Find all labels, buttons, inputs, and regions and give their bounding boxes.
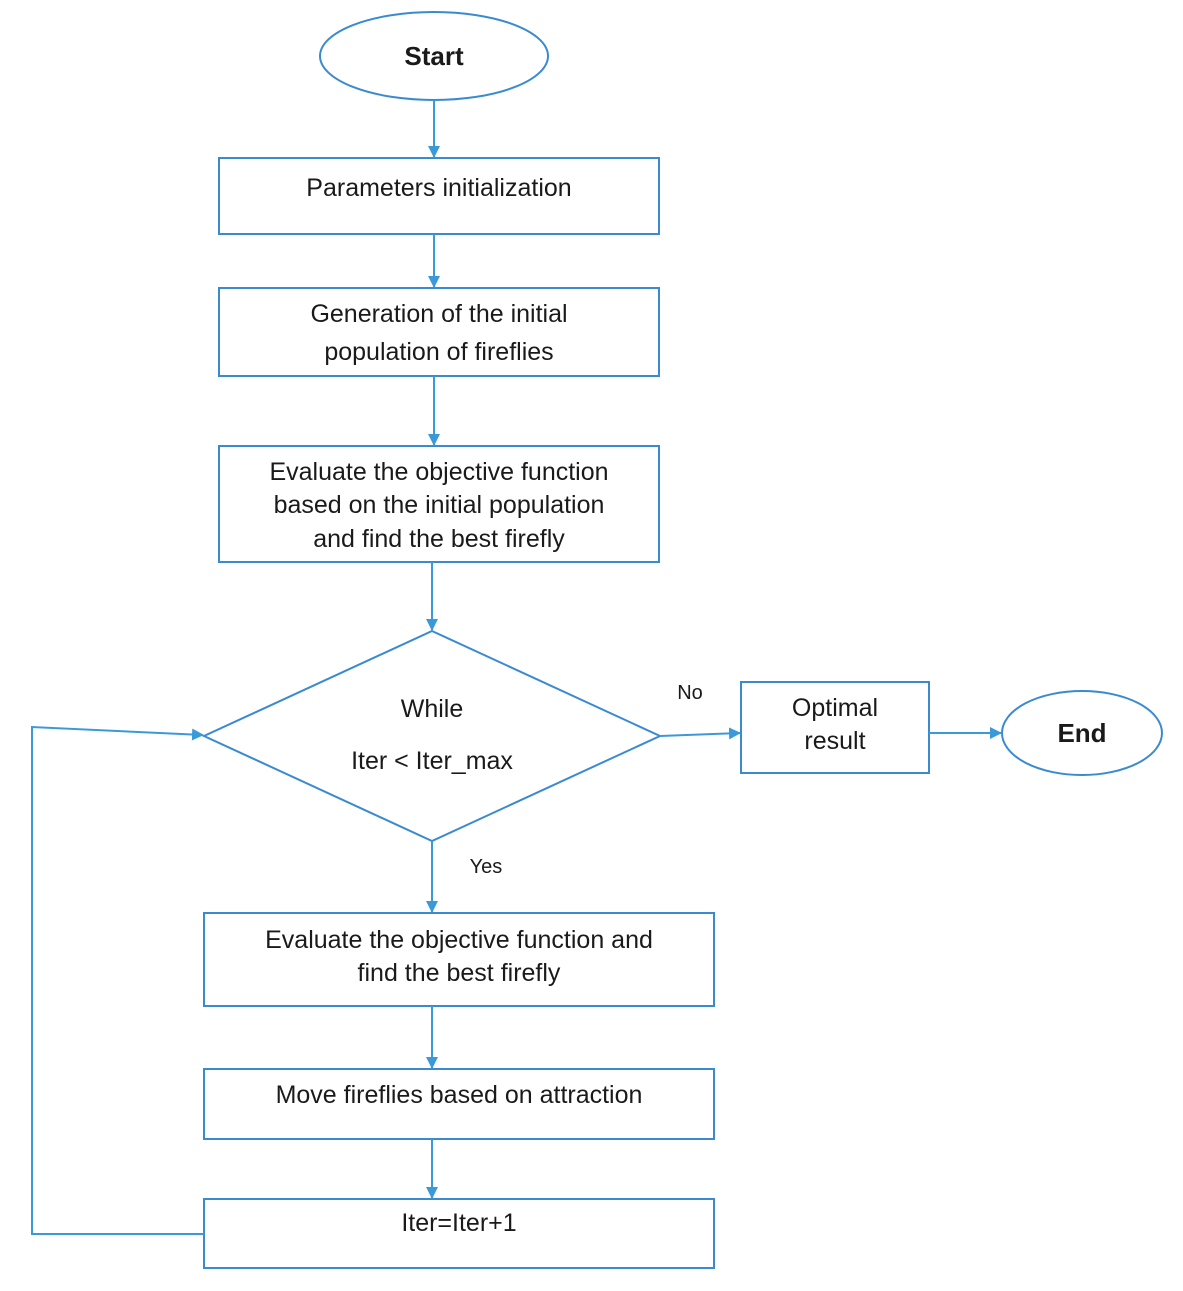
arrow-decision-no (659, 727, 741, 740)
params-init-node: Parameters initialization (218, 157, 660, 235)
increment-label: Iter=Iter+1 (401, 1209, 516, 1237)
no-label: No (677, 682, 703, 704)
eval-loop-label-line2: find the best firefly (358, 959, 561, 987)
eval-initial-label-line3: and find the best firefly (313, 525, 565, 553)
start-node: Start (319, 11, 549, 101)
gen-pop-label-line2: population of fireflies (324, 338, 553, 366)
eval-initial-node: Evaluate the objective function based on… (218, 445, 660, 563)
increment-node: Iter=Iter+1 (203, 1198, 715, 1269)
params-init-label: Parameters initialization (306, 174, 571, 202)
optimal-result-node: Optimal result (740, 681, 930, 774)
eval-initial-label-line2: based on the initial population (274, 491, 605, 519)
gen-pop-label-line1: Generation of the initial (310, 300, 567, 328)
optimal-label-line2: result (804, 727, 865, 755)
while-decision-node: While Iter < Iter_max (201, 629, 663, 843)
while-label: While (401, 695, 464, 723)
start-label: Start (404, 41, 464, 71)
optimal-label-line1: Optimal (792, 694, 878, 722)
eval-initial-label-line1: Evaluate the objective function (269, 458, 608, 486)
move-label: Move fireflies based on attraction (276, 1081, 643, 1109)
eval-loop-label-line1: Evaluate the objective function and (265, 926, 653, 954)
while-condition-label: Iter < Iter_max (351, 747, 513, 775)
end-label: End (1057, 718, 1106, 748)
arrow-loop-back (31, 725, 204, 1235)
eval-loop-node: Evaluate the objective function and find… (203, 912, 715, 1007)
move-node: Move fireflies based on attraction (203, 1068, 715, 1140)
yes-label: Yes (470, 856, 503, 878)
gen-pop-node: Generation of the initial population of … (218, 287, 660, 377)
end-node: End (1001, 690, 1163, 776)
